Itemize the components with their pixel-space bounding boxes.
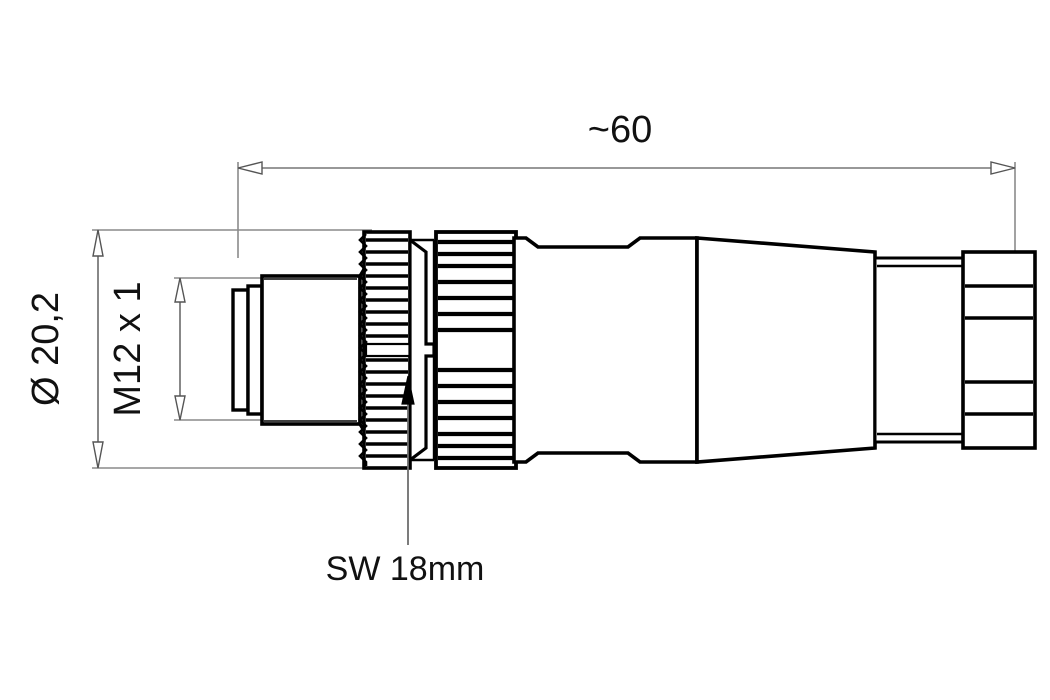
part-gland-body (512, 236, 699, 464)
part-end-cap (961, 250, 1037, 450)
part-fine-knurled-ring (358, 230, 412, 470)
part-hex-nut (408, 236, 436, 464)
callout-label-hex-width: SW 18mm (326, 550, 485, 588)
dimension-label-overall-length: ~60 (588, 109, 652, 151)
dimension-outer-diameter: Ø 20,2 (25, 229, 104, 469)
callout-hex-width: SW 18mm (326, 375, 485, 588)
part-tapered-body (695, 236, 877, 464)
end-cap-rib-lines (965, 284, 1033, 416)
coarse-knurl-lines (438, 239, 514, 461)
dimension-label-thread: M12 x 1 (107, 281, 149, 416)
dimension-label-outer-diameter: Ø 20,2 (25, 292, 67, 406)
part-coarse-knurled-ring (434, 230, 518, 470)
dimension-thread: M12 x 1 (107, 277, 186, 421)
fine-knurl-lines (366, 238, 408, 458)
part-m12-male-thread (231, 274, 362, 426)
dimension-extension-lines (92, 162, 1016, 469)
dimension-overall-length: ~60 (237, 109, 1016, 175)
part-waist-section (873, 256, 967, 444)
